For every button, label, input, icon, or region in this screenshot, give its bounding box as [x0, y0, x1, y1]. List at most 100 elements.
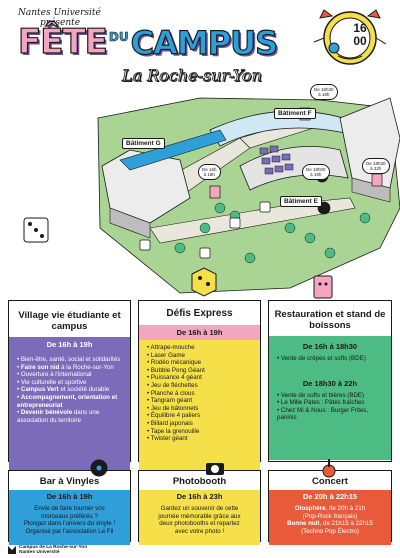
item-text: Twister géant — [150, 435, 188, 443]
item-text: Ouverture à l'international — [20, 371, 92, 379]
bubble-line: De 18h00 — [306, 167, 326, 172]
dice-mascot-icon — [23, 217, 49, 243]
village-list: • Bien-être, santé, social et solidarité… — [9, 352, 130, 470]
time-bubble: De 18h00 à 19h — [302, 164, 330, 180]
presents-word: présente — [40, 18, 81, 28]
resto-title: Restauration et stand de boissons — [274, 309, 386, 331]
item-text: Chez Mi & Nous : Burger Frites, paninis — [277, 406, 369, 422]
description-line: avec votre photo ! — [174, 527, 225, 535]
list-item: • Le Mille Pates : Pâtes fraîches — [277, 399, 365, 407]
list-item: • Billard japonais — [147, 419, 193, 427]
item-text: Laser Game — [150, 351, 185, 359]
act-slot: , de 20h à 21h — [325, 505, 366, 512]
title-du: DU — [108, 30, 129, 45]
time-bubble: De 16h à 18h — [198, 164, 221, 180]
item-text: Équilibre 4 paliers — [150, 412, 201, 420]
campus-map-illustration — [97, 97, 400, 294]
photobooth-box: Photobooth De 16h à 23h Gardez un souven… — [138, 470, 261, 545]
list-item: • Vente de softs et bières (BDE) — [277, 391, 365, 399]
photobooth-description: Gardez un souvenir de cette journée mémo… — [139, 503, 260, 545]
list-item: • Laser Game — [147, 351, 185, 359]
camera-mascot-icon — [206, 463, 224, 475]
description-line: Organisé par l'association Le Fil — [25, 527, 114, 535]
concert-lineup: Olosphère, de 20h à 21h (Pop-Rock frança… — [269, 503, 391, 545]
bubble-line: à 18h — [203, 172, 215, 177]
bubble-line: De 16h — [202, 167, 217, 172]
campus-map: Bâtiment G Bâtiment F Bâtiment E De 16h3… — [90, 78, 400, 300]
footer-university: Nantes Université — [19, 550, 60, 556]
poster-header: Nantes Université présente FÊTE DU CAMPU… — [0, 0, 400, 100]
resto-panel: De 16h à 18h30 • Vente de crêpes et soft… — [269, 336, 391, 460]
building-e-label: Bâtiment E — [280, 196, 322, 207]
list-item: • Ouverture à l'international — [17, 371, 92, 379]
description-line: morceaux préférés ? — [41, 512, 98, 520]
university-logo-icon — [8, 546, 16, 555]
list-item: • Faire son nid à la Roche-sur-Yon — [17, 363, 114, 371]
photobooth-time: De 16h à 23h — [139, 490, 260, 503]
resto-box: Restauration et stand de boissons De 16h… — [268, 300, 392, 462]
defis-box: Défis Express De 16h à 19h • Attrape-mou… — [138, 300, 261, 470]
item-text: Vie culturelle et sportive — [20, 378, 87, 386]
act-slot: , de 21h15 à 22h15 — [319, 520, 373, 528]
description-line: Envie de faire tourner vos — [34, 505, 105, 512]
defis-list: • Attrape-mouche • Laser Game • Rodéo mé… — [139, 340, 260, 470]
bar-time: De 16h à 19h — [9, 490, 130, 503]
act-name: Bonne nuit — [287, 520, 320, 528]
concert-box: Concert De 20h à 22h15 Olosphère, de 20h… — [268, 470, 392, 545]
clock-time: 16 00 — [340, 22, 380, 48]
list-item: • Accompagnement, orientation et entrepr… — [17, 393, 118, 409]
clock-minutes: 00 — [353, 34, 367, 48]
list-item: • Devenir bénévole dans une association … — [17, 409, 100, 424]
item-text: Puissance 4 géant — [150, 374, 202, 382]
defis-time: De 16h à 19h — [139, 325, 260, 340]
village-box: Village vie étudiante et campus De 16h à… — [8, 300, 131, 470]
item-bold: Campus Vert — [20, 386, 59, 394]
item-bold: Faire son nid — [20, 363, 60, 371]
bar-title: Bar à Vinyles — [39, 476, 100, 487]
cup-mascot-icon — [313, 275, 333, 299]
list-item: • Vie culturelle et sportive — [17, 378, 87, 386]
item-text: Le Mille Pates : Pâtes fraîches — [280, 399, 365, 407]
footer: Campus de La Roche-sur-Yon Nantes Univer… — [8, 545, 87, 556]
list-item: • Planche à clous — [147, 389, 195, 397]
list-item: • Vente de crêpes et softs (BDE) — [277, 355, 366, 362]
item-text: Bien-être, santé, social et solidarités — [20, 356, 121, 363]
bubble-line: à 18h — [318, 92, 330, 97]
concert-time: De 20h à 22h15 — [269, 490, 391, 503]
presents-caption: Nantes Université présente — [18, 8, 101, 28]
item-bold: Accompagnement, orientation et entrepren… — [17, 393, 118, 409]
item-text: Planche à clous — [150, 389, 195, 397]
title-fete: FÊTE — [17, 21, 108, 62]
bubble-line: De 16h30 — [314, 87, 334, 92]
list-item: • Tape la grenouille — [147, 427, 200, 435]
list-item: • Attrape-mouche — [147, 344, 195, 351]
building-f-label: Bâtiment F — [274, 108, 316, 119]
concert-title: Concert — [312, 476, 348, 487]
village-title: Village vie étudiante et campus — [18, 310, 121, 332]
item-text: Jeu de bâtonnets — [150, 404, 199, 412]
list-item: • Puissance 4 géant — [147, 374, 202, 382]
bubble-line: De 18h30 — [366, 161, 386, 166]
item-text: Billard japonais — [150, 419, 193, 427]
list-item: • Twister géant — [147, 435, 188, 443]
list-item: • Jeu de bâtonnets — [147, 404, 199, 412]
item-text: à la Roche-sur-Yon — [59, 363, 114, 371]
concert-act: Olosphère, de 20h à 21h — [273, 505, 387, 513]
item-text: Tangram géant — [150, 397, 193, 405]
bubble-line: à 22h — [370, 166, 382, 171]
resto-time-1: De 16h à 18h30 — [302, 342, 358, 351]
clock-mascot: 16 00 — [310, 8, 390, 66]
resto-list-2: • Vente de softs et bières (BDE) • Le Mi… — [269, 390, 391, 424]
bar-box: Bar à Vinyles De 16h à 19h Envie de fair… — [8, 470, 131, 545]
item-text: Jeu de fléchettes — [150, 381, 198, 389]
concert-act: Bonne nuit, de 21h15 à 22h15 — [273, 520, 387, 528]
description-line: Gardez un souvenir de cette — [160, 505, 239, 512]
bubble-line: à 19h — [310, 172, 322, 177]
footer-text: Campus de La Roche-sur-Yon Nantes Univer… — [19, 545, 87, 556]
item-text: Rodéo mécanique — [150, 359, 202, 367]
presenter-name: Nantes Université — [18, 8, 101, 18]
item-text: Vente de crêpes et softs (BDE) — [280, 355, 366, 362]
item-text: et société durable — [58, 386, 110, 394]
time-bubble: De 18h30 à 22h — [362, 158, 390, 174]
clock-icon — [313, 9, 387, 65]
